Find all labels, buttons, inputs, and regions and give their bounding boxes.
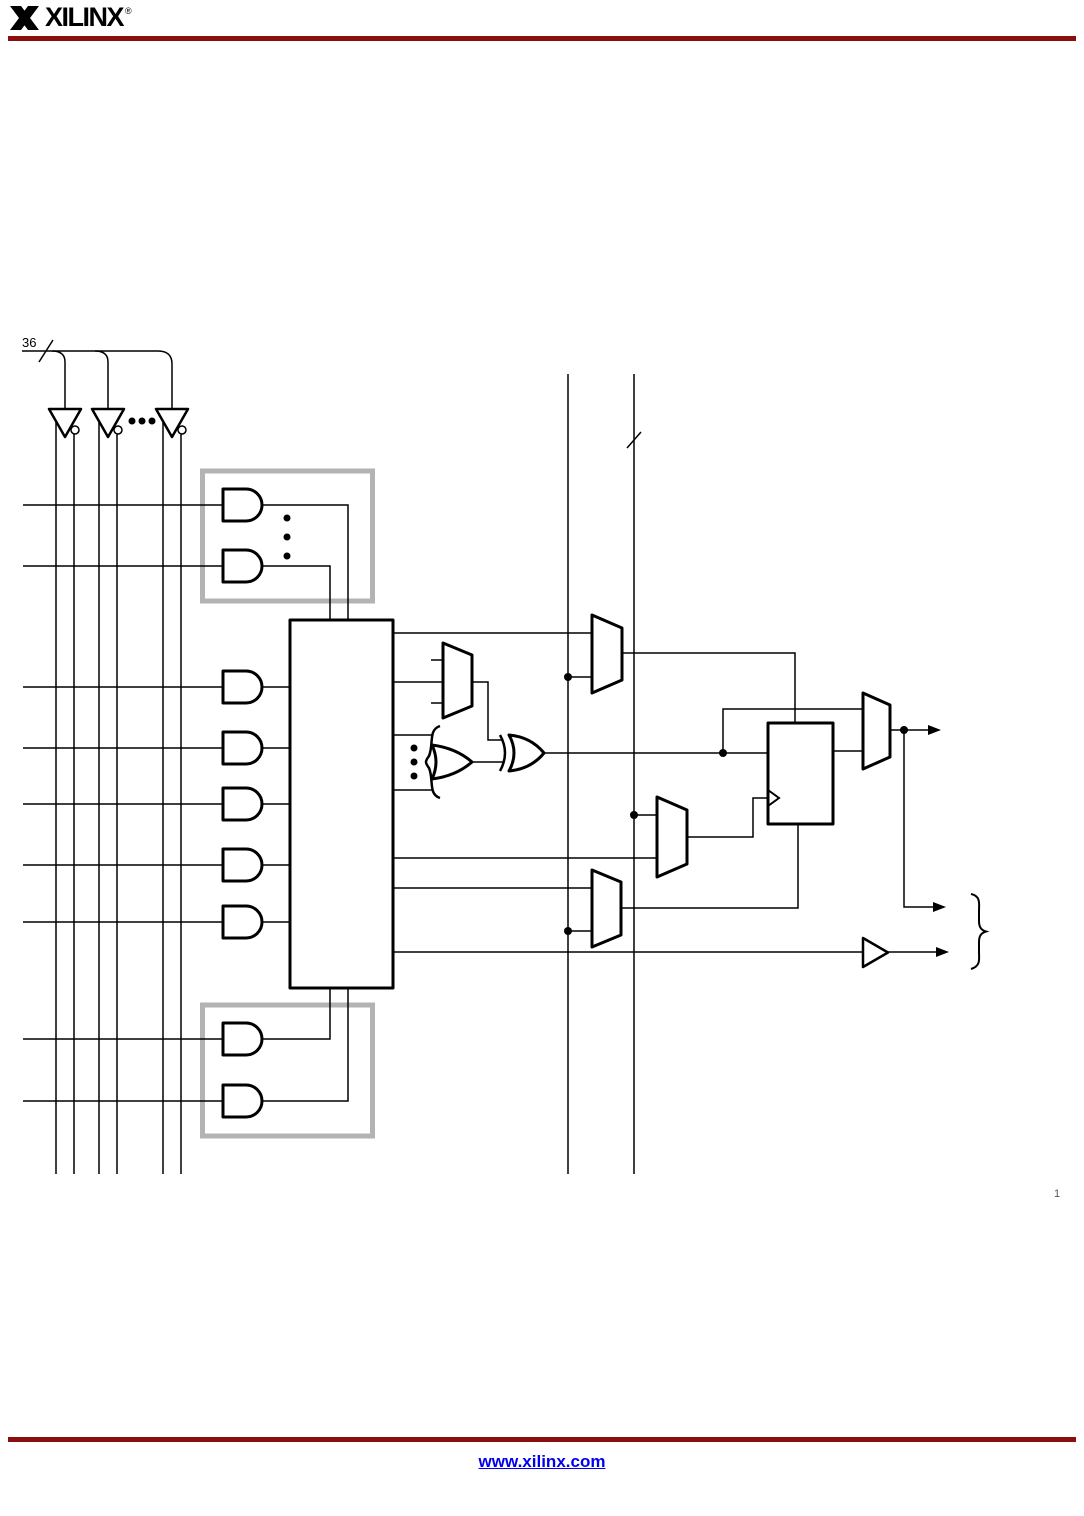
product-term-allocator <box>288 618 395 990</box>
bus-slash <box>38 339 54 363</box>
and-gate <box>221 1083 264 1119</box>
and-gate <box>221 730 264 766</box>
complement-buffers <box>47 407 190 439</box>
complement-buffer <box>47 407 83 439</box>
complement-buffer <box>90 407 126 439</box>
mux <box>590 613 624 695</box>
pterm-box-bottom <box>200 1002 375 1139</box>
output-buffer <box>861 936 890 969</box>
xilinx-logo: XILINX ® <box>10 4 132 31</box>
output-mux <box>861 691 892 771</box>
wires <box>22 339 944 1174</box>
and-gate <box>221 847 264 883</box>
top-rule <box>8 36 1076 41</box>
xor-gate <box>498 733 546 773</box>
registered-mark: ® <box>125 6 132 16</box>
product-term-and-gates <box>221 487 264 1119</box>
bus-width-label: 36 <box>22 335 36 350</box>
and-gate <box>221 487 264 523</box>
bottom-rule <box>8 1437 1076 1442</box>
ellipsis-dots <box>128 417 418 780</box>
and-gate <box>221 669 264 705</box>
figure-note: 1 <box>1054 1188 1060 1200</box>
pterm-group-boxes <box>200 468 375 1139</box>
and-gate <box>221 548 264 584</box>
and-gate <box>221 904 264 940</box>
and-gate <box>221 1021 264 1057</box>
complement-buffer <box>154 407 190 439</box>
junction-dots <box>564 673 908 935</box>
flip-flop <box>766 721 835 826</box>
xilinx-link[interactable]: www.xilinx.com <box>478 1452 606 1471</box>
mux <box>590 868 623 949</box>
feedback-bus-slash <box>626 431 642 449</box>
or-gate <box>424 724 474 800</box>
mux <box>655 795 689 879</box>
xilinx-x-icon <box>10 6 39 30</box>
and-gate <box>221 786 264 822</box>
muxes <box>441 613 892 949</box>
output-arrows <box>928 725 949 957</box>
pterm-box-top <box>200 468 375 604</box>
output-group-brace <box>970 893 990 970</box>
mux <box>441 641 474 720</box>
brand-text: XILINX <box>45 2 125 32</box>
clock-wedge-icon <box>767 789 781 807</box>
